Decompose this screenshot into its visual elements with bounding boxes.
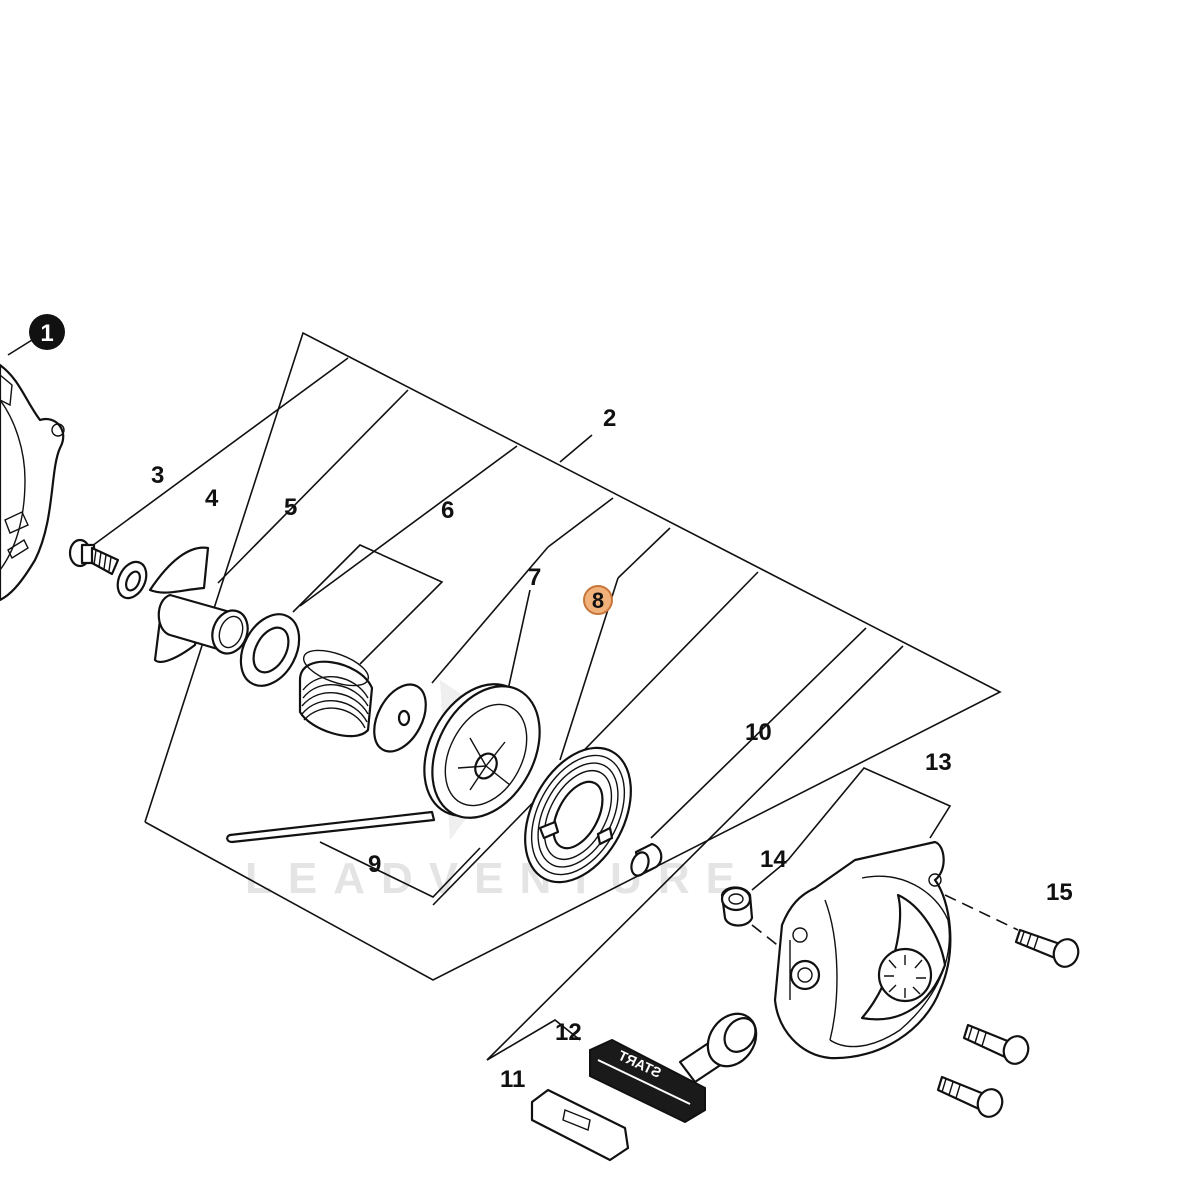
washer-part-4[interactable] <box>112 557 152 602</box>
starter-cover-part-13[interactable] <box>773 840 952 1060</box>
callout-label-13[interactable]: 13 <box>925 749 952 776</box>
svg-text:8: 8 <box>592 588 604 613</box>
callout-label-15[interactable]: 15 <box>1046 879 1073 906</box>
screw-lower-2[interactable] <box>936 1075 1006 1120</box>
screw-part-15[interactable] <box>1014 928 1082 970</box>
callout-label-4[interactable]: 4 <box>205 485 219 512</box>
sleeve-part-10[interactable] <box>628 842 663 878</box>
callout-label-5[interactable]: 5 <box>284 494 297 521</box>
callout-label-12[interactable]: 12 <box>555 1019 582 1046</box>
callout-label-14[interactable]: 14 <box>760 846 787 873</box>
callout-bracket-2 <box>144 331 1002 981</box>
starter-handle-part-12[interactable]: START <box>589 1004 766 1124</box>
callout-label-3[interactable]: 3 <box>151 462 164 489</box>
screw-lower-1[interactable] <box>962 1023 1032 1067</box>
callout-leaders <box>91 357 904 1061</box>
callout-bracket-13 <box>787 767 952 861</box>
callout-label-7[interactable]: 7 <box>528 564 541 591</box>
screw-part-3[interactable] <box>68 538 120 576</box>
callout-label-1[interactable]: 1 <box>29 314 65 350</box>
housing-part[interactable] <box>0 363 65 602</box>
callout-label-10[interactable]: 10 <box>745 719 772 746</box>
watermark: LEADVENTURE <box>245 854 751 903</box>
callout-label-11[interactable]: 11 <box>500 1066 525 1093</box>
callout-label-8-highlighted[interactable]: 8 <box>583 585 613 615</box>
coil-spring[interactable] <box>298 643 374 738</box>
rope-pulley-part-7[interactable] <box>403 666 561 837</box>
svg-text:1: 1 <box>40 320 53 347</box>
callout-label-2[interactable]: 2 <box>603 405 616 432</box>
ring-washer[interactable] <box>229 604 311 696</box>
callout-label-9[interactable]: 9 <box>368 851 381 878</box>
starter-rope-part-9[interactable] <box>226 810 436 844</box>
callout-bracket-9 <box>319 841 481 898</box>
grip-insert-part-11[interactable] <box>530 1088 630 1162</box>
bushing-part-5[interactable] <box>148 546 253 663</box>
callout-bracket-5 <box>292 544 444 665</box>
rewind-spring-part-8[interactable] <box>504 730 653 900</box>
bushing-part-14[interactable] <box>720 886 754 927</box>
callout-label-6[interactable]: 6 <box>441 497 454 524</box>
washer-part-6[interactable] <box>364 676 437 760</box>
